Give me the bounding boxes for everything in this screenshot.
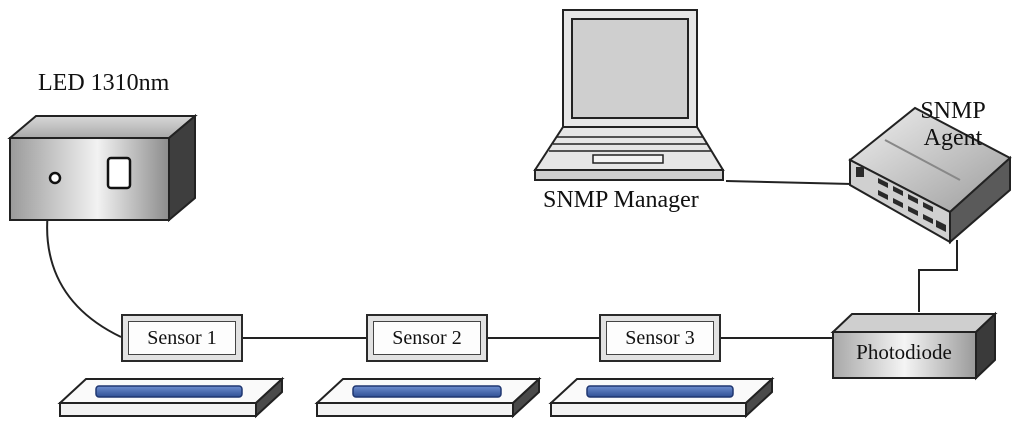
led-box-top <box>7 115 198 139</box>
laptop-icon <box>533 9 725 181</box>
sensor-2-box: Sensor 2 <box>366 314 488 362</box>
photodiode-box <box>830 311 998 381</box>
fiber-strip-1 <box>95 385 243 398</box>
laptop-base-front <box>534 169 724 181</box>
sensor-2-label: Sensor 2 <box>373 321 481 355</box>
sensor-3-label: Sensor 3 <box>606 321 714 355</box>
led-output-port <box>48 171 62 185</box>
led-label: LED 1310nm <box>38 70 170 96</box>
pd-front <box>832 331 977 379</box>
fiber-links <box>46 177 958 339</box>
platform-1 <box>57 376 285 419</box>
photodiode-label: Photodiode <box>856 340 952 364</box>
fiber-strip-2 <box>352 385 502 398</box>
photodiode-to-agent-cable <box>918 240 958 312</box>
sensor-1-box: Sensor 1 <box>121 314 243 362</box>
manager-to-agent-cable <box>725 180 853 185</box>
sensor-platforms <box>57 376 775 419</box>
platform-2 <box>314 376 542 419</box>
platform-3 <box>548 376 775 419</box>
led-source <box>7 113 198 223</box>
agent-side <box>949 155 1011 245</box>
snmp-agent-label-line1: SNMP <box>920 98 986 124</box>
fiber-strip-3 <box>586 385 734 398</box>
snmp-agent-label-line2: Agent <box>923 125 983 151</box>
snmp-manager-label: SNMP Manager <box>543 187 699 213</box>
led-switch <box>106 156 132 190</box>
sensor-1-label: Sensor 1 <box>128 321 236 355</box>
snmp-agent-label: SNMP Agent <box>912 98 994 152</box>
snmp-agent-device <box>848 106 1012 245</box>
pd-top <box>830 313 998 333</box>
agent-ports <box>856 167 946 232</box>
led-box-front <box>9 137 170 221</box>
sensor-3-box: Sensor 3 <box>599 314 721 362</box>
laptop-screen <box>571 18 689 119</box>
laptop-touchpad <box>592 154 664 164</box>
